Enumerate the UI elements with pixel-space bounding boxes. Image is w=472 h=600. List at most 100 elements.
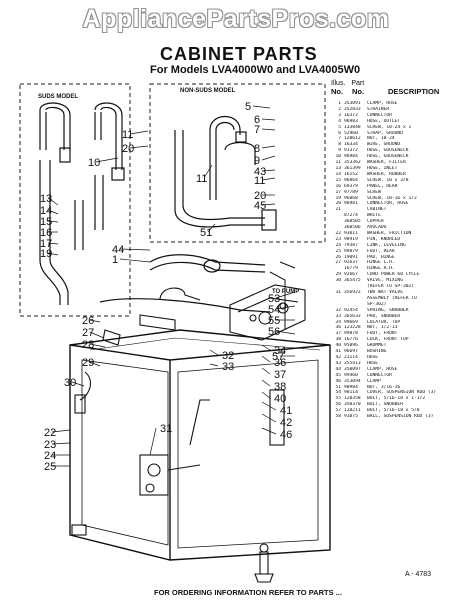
leader-line [261,177,276,181]
callout-number: 46 [280,429,292,441]
row-illus-no: 44 [335,366,341,372]
row-description: HINGE L.H. [367,260,395,266]
row-part-no: 360506 [344,225,361,231]
row-part-no: 353362 [344,160,361,166]
leader-line [47,252,59,256]
row-description: HOSE, OUTLET [367,118,401,124]
leader-line [275,291,296,299]
row-part-no: 360505 [344,219,361,225]
table-row: (REFER TO SP-302) [331,284,469,290]
row-description: CONNECTOR, HOSE [367,201,409,207]
callout-number: 32 [222,350,234,362]
row-part-no: 96981 [344,201,358,207]
leader-line [261,355,271,363]
row-description: CABINET [367,207,387,213]
row-illus-no: 11 [335,160,341,166]
row-illus-no: 26 [335,254,341,260]
row-illus-no: 41 [335,349,341,355]
row-illus-no: 37 [335,331,341,337]
row-illus-no: 38 [335,337,341,343]
leader-line [89,343,106,348]
leader-lines [47,105,296,467]
nonsuds-model-box [149,83,326,243]
row-description: WASHER, RUBBER [367,171,406,177]
callout-number: 33 [222,361,234,373]
row-description: HOSE [367,354,379,360]
mixing-valve [139,389,285,496]
callout-number: 57 [272,351,284,363]
row-illus-no: 13 [335,165,341,171]
leader-line [261,155,276,161]
row-description: BOLT, SNUBBER [367,402,403,408]
leader-line [119,258,151,263]
leader-line [275,305,296,310]
row-illus-no: 27 [335,260,341,266]
callout-number: 40 [274,393,286,405]
row-part-no: 92454 [344,307,358,313]
row-part-no: 87274 [344,213,358,219]
row-description: BOLT, 5/16-18 x 1-1/2 [367,396,426,402]
row-illus-no: 33 [335,313,341,319]
callout-number: 11 [254,175,265,187]
row-part-no: 21114 [344,354,358,360]
row-description: WHITE [367,213,381,219]
row-description: AVOCADO [367,225,387,231]
leader-line [95,157,119,163]
callout-number: 7 [254,124,260,136]
table-row: 87274 WHITE [331,213,469,219]
row-description: STRAINER [367,106,390,112]
row-illus-no: 57 [335,408,341,414]
suds-model-label: SUDS MODEL [38,94,78,100]
row-description: BALL, SUSPENSION ROD (3) [367,414,434,420]
row-part-no: 365475 [344,278,361,284]
row-description: NUT, 3/16-16 [367,384,401,390]
row-part-no: 16776 [344,337,358,343]
row-part-no: 19091 [344,254,358,260]
row-description: CLAMP [367,378,381,384]
header-description: DESCRIPTION [388,87,440,96]
row-description: SCREW, 10 x 3/8 [367,177,409,183]
row-part-no: 361399 [344,165,361,171]
row-description: COVER, SUSPENSION ROD (3) [367,390,437,396]
header-no2: No. [352,87,365,96]
row-description: PANEL, REAR [367,183,398,189]
row-illus-no: 7 [338,136,341,142]
leader-line [261,169,276,172]
callout-number: 38 [274,381,286,393]
callout-number: 26 [82,315,94,327]
row-part-no: 97789 [344,189,358,195]
row-illus-no: 10 [335,154,341,160]
row-part-no: 99669 [344,319,358,325]
row-description: BUSHING [367,349,387,355]
row-part-no: 92667 [344,272,358,278]
leader-line [203,164,213,179]
callout-number: 8 [254,143,260,155]
row-illus-no: 30 [335,278,341,284]
leader-line [47,209,59,215]
row-part-no: 365633 [344,313,361,319]
row-description: SP-302) [367,301,387,307]
leader-line [252,105,271,109]
callout-number: 45 [254,200,266,212]
row-description: HOSE [367,360,379,366]
row-part-no: 353094 [344,378,361,384]
callout-number: 11 [196,173,207,185]
page-title: CABINET PARTS [160,44,318,64]
table-header-top: Illus. Part [331,79,364,88]
